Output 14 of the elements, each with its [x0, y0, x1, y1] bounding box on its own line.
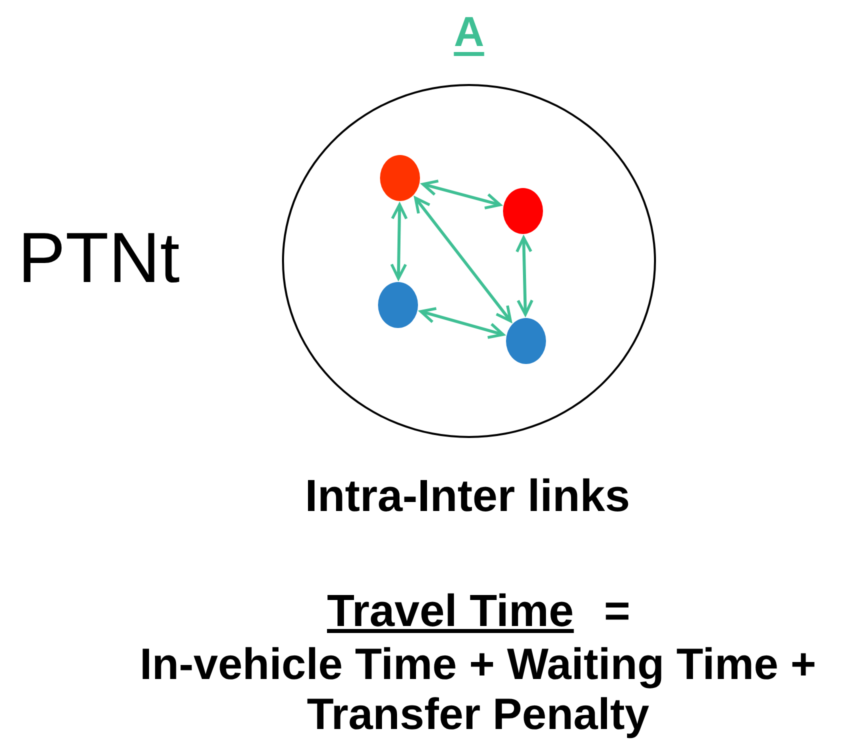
- circle-node: [506, 318, 546, 364]
- double-arrow: [422, 180, 502, 210]
- circle-node: [503, 188, 543, 234]
- heading: A: [454, 8, 484, 56]
- caption: Intra-Inter links: [305, 470, 630, 522]
- formula-text: In-vehicle Time + Waiting Time + Transfer Penalty: [138, 640, 818, 740]
- network-label: PTNt: [18, 218, 180, 299]
- double-arrow: [390, 203, 408, 280]
- double-arrow: [516, 236, 534, 316]
- circle-node: [380, 155, 420, 201]
- formula-term: Travel Time: [327, 585, 574, 637]
- circle-node: [378, 282, 418, 328]
- double-arrow: [414, 196, 512, 322]
- equals-sign: =: [604, 585, 630, 637]
